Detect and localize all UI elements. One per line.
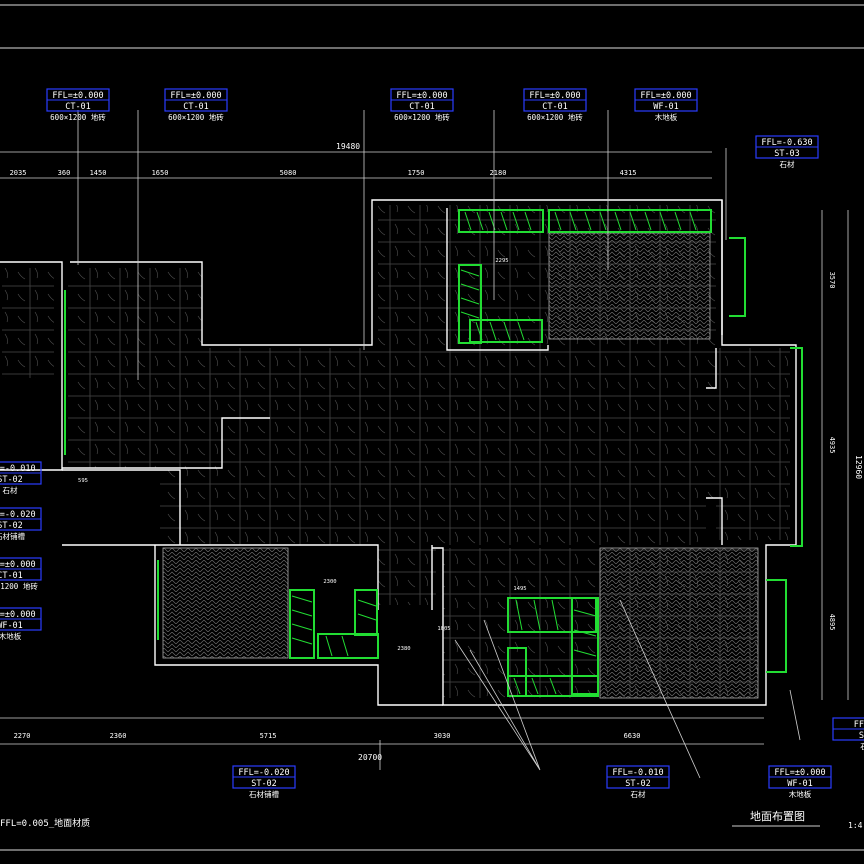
callout-level: FFL=±0.000 <box>52 91 103 101</box>
callout-code: CT-01 <box>0 571 23 581</box>
callout-code: ST-02 <box>251 779 277 789</box>
callout-level: FFL=-0.630 <box>761 138 812 148</box>
callout-code: CT-01 <box>65 102 91 112</box>
callout-level: FFL=±0.000 <box>529 91 580 101</box>
right-dimension: 4895 <box>828 614 836 631</box>
bottom-dimension: 2360 <box>110 732 127 740</box>
callout-code: WF-01 <box>787 779 813 789</box>
callout-material: 600×1200 地砖 <box>394 112 450 122</box>
callout-material: 600×1200 地砖 <box>0 581 38 591</box>
callout-code: ST-02 <box>625 779 651 789</box>
scale-label: 1:4 <box>848 821 863 830</box>
callout-code: CT-01 <box>542 102 568 112</box>
callout-level: FFL=±0.000 <box>0 560 36 570</box>
wood-floor-areas <box>162 232 759 699</box>
callout-level: FFL=±0.000 <box>396 91 447 101</box>
callout-level: FFL=-0.010 <box>612 768 663 778</box>
callout-material: 600×1200 地砖 <box>50 112 106 122</box>
callout-material: 石材 <box>3 485 18 495</box>
top-dimension: 4315 <box>620 169 637 177</box>
top-dimension: 5080 <box>280 169 297 177</box>
callout-level: FFL=±0.000 <box>640 91 691 101</box>
callout-code: CT-01 <box>183 102 209 112</box>
bottom-dimension: 6630 <box>624 732 641 740</box>
inner-dimension: 2300 <box>323 579 336 585</box>
inner-dimension: 2380 <box>397 646 410 652</box>
top-dimension: 2180 <box>490 169 507 177</box>
callout-material: 石材 <box>780 159 795 169</box>
top-dimension: 360 <box>58 169 71 177</box>
callout-code: CT-01 <box>409 102 435 112</box>
callout-level: FFL=±0.000 <box>170 91 221 101</box>
callout-material: 600×1200 地砖 <box>168 112 224 122</box>
right-dimension: 4935 <box>828 437 836 454</box>
callout-code: WF-01 <box>653 102 679 112</box>
top-dimension: 1650 <box>152 169 169 177</box>
cabinet-hatch <box>291 211 697 695</box>
callout-code: ST <box>859 731 864 741</box>
top-dimension: 1750 <box>408 169 425 177</box>
callout-material: 600×1200 地砖 <box>527 112 583 122</box>
inner-dimension: 1495 <box>513 586 526 592</box>
callout-material: 石材 <box>631 789 646 799</box>
top-dimension: 1450 <box>90 169 107 177</box>
callout-material: 木地板 <box>789 789 812 799</box>
cabinets <box>64 209 803 697</box>
callout-level: FFL=-0.010 <box>0 464 36 474</box>
bottom-total-label: 20700 <box>358 753 382 762</box>
right-total-label: 12960 <box>854 455 863 479</box>
callout-level: FFL=-0.020 <box>0 510 36 520</box>
drawing-frame <box>0 4 864 851</box>
callout-code: WF-01 <box>0 621 23 631</box>
callout-level: FFL=±0.000 <box>0 610 36 620</box>
bottom-left-note: FFL=0.005_地面材质 <box>0 817 90 829</box>
dimension-lines <box>0 151 849 745</box>
callout-material: 石材铺槽 <box>0 531 25 541</box>
callout-material: 石 <box>860 742 864 751</box>
callout-code: ST-02 <box>0 475 23 485</box>
bottom-dimension: 3030 <box>434 732 451 740</box>
inner-dimension: 1005 <box>437 626 450 632</box>
walls <box>0 199 797 706</box>
right-dimension: 3570 <box>828 272 836 289</box>
callout-material: 石材铺槽 <box>249 789 279 799</box>
callout-level: FFL=-0.020 <box>238 768 289 778</box>
callout-code: ST-02 <box>0 521 23 531</box>
total-width-label: 19480 <box>336 142 360 151</box>
inner-dimension: 2295 <box>495 258 508 264</box>
callout-level: FFL= <box>854 720 864 730</box>
leader-lines <box>77 110 801 779</box>
callout-code: ST-03 <box>774 149 800 159</box>
top-dimension: 2035 <box>10 169 27 177</box>
callout-material: 木地板 <box>0 631 22 641</box>
inner-dimension: 595 <box>78 478 88 484</box>
drawing-title: 地面布置图 <box>750 810 805 823</box>
bottom-dimension: 5715 <box>260 732 277 740</box>
bottom-dimension: 2270 <box>14 732 31 740</box>
callout-level: FFL=±0.000 <box>774 768 825 778</box>
callout-material: 木地板 <box>655 112 678 122</box>
